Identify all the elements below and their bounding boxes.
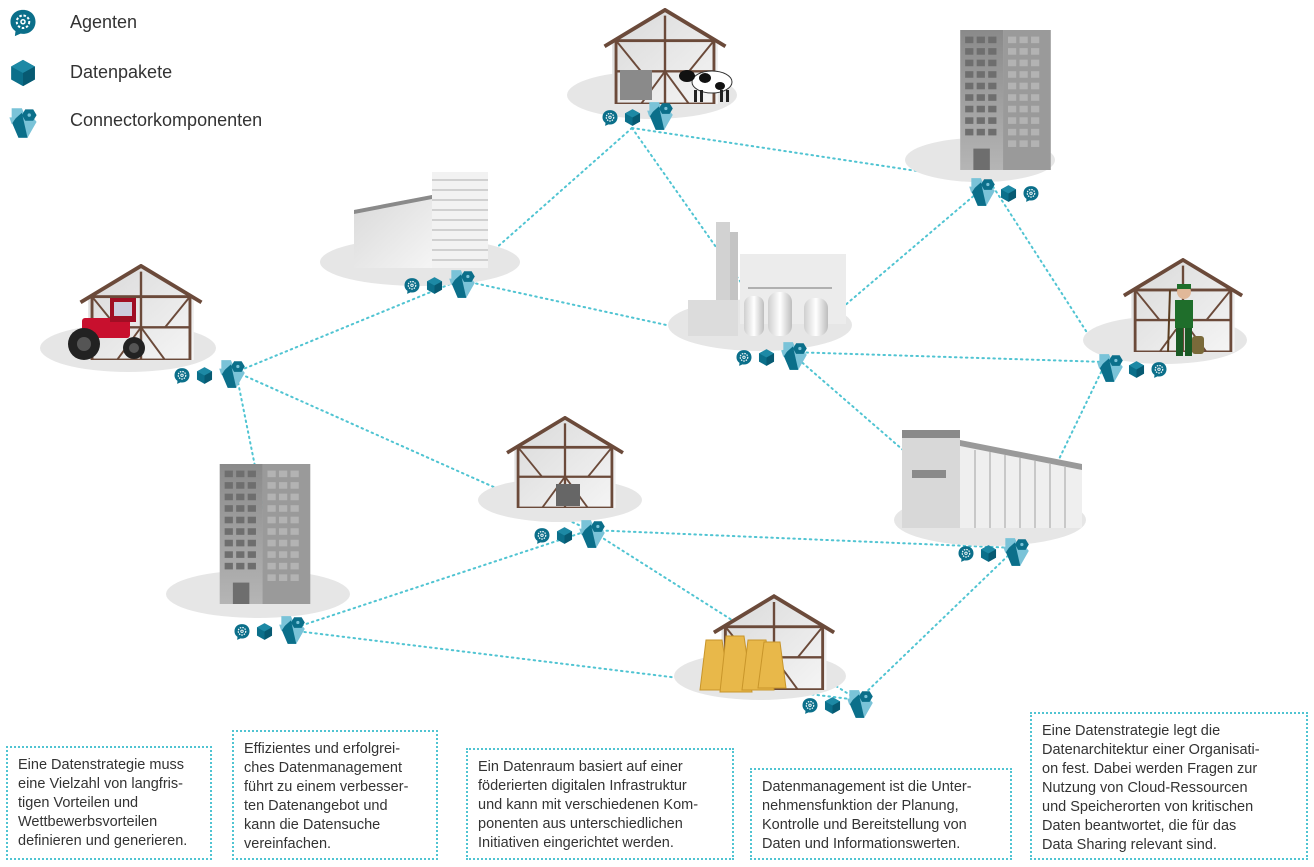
textbox-data-architecture: Eine Datenstrategie legt die Datenarchit… [1030,712,1308,860]
textbox-line: Initiativen eingerichtet werden. [478,835,674,851]
silo-plant-icon [688,222,846,336]
textbox-data-strategy-benefits: Eine Datenstrategie muss eine Vielzahl v… [6,746,212,860]
connector-icon [9,108,37,138]
data-package-icon [11,59,35,87]
connection-processing-plant-farmer-barn [789,351,1107,363]
legend-item-data-packages: Datenpakete [8,58,328,88]
node-greenhouse [894,430,1086,566]
node-tall-office-components[interactable] [969,178,1038,206]
farmer-icon [1167,284,1204,356]
greenhouse-icon [902,430,1082,528]
textbox-data-space: Ein Datenraum basiert auf einer föderier… [466,748,734,860]
textbox-line: ches Datenmanagement [244,760,402,776]
office-tower-icon [960,30,1051,170]
textbox-line: und kann mit verschiedenen Kom- [478,797,699,813]
legend-item-connectors: Connectorkomponenten [8,106,328,138]
connection-tall-office-farmer-barn [989,181,1107,363]
textbox-line: kann die Datensuche [244,817,381,833]
city-building-icon [219,464,311,604]
textbox-data-management-efficiency: Effizientes und erfolgrei- ches Datenman… [232,730,438,860]
textbox-line: tigen Vorteilen und [18,795,139,811]
agent-icon [9,8,37,38]
textbox-line: Kontrolle und Bereitstellung von [762,817,967,833]
node-small-barn [478,416,642,548]
textbox-line: und Speicherorten von kritischen [1042,799,1254,815]
textbox-line: Datenmanagement ist die Unter- [762,779,972,795]
connection-cow-barn-processing-plant [631,127,791,353]
textbox-line: Data Sharing relevant sind. [1042,837,1217,853]
textbox-line: ten Datenangebot und [244,798,388,814]
textbox-data-management-function: Datenmanagement ist die Unter- nehmensfu… [750,768,1012,860]
textbox-line: Ein Datenraum basiert auf einer [478,759,683,775]
node-small-barn-components[interactable] [535,520,605,548]
straw-bales-icon [699,635,787,693]
textbox-line: vereinfachen. [244,836,332,852]
connection-small-barn-city-building [287,529,591,631]
textbox-line: Wettbewerbsvorteilen [18,814,158,830]
textbox-line: Eine Datenstrategie muss [18,757,185,773]
textbox-line: Effizientes und erfolgrei- [244,741,401,757]
node-tractor-barn [40,264,245,388]
node-city-building [166,464,350,644]
textbox-line: eine Vielzahl von langfris- [18,776,183,792]
legend-label: Agenten [70,12,138,32]
textbox-line: on fest. Dabei werden Fragen zur [1042,761,1258,777]
node-warehouse [320,172,520,298]
textbox-line: Nutzung von Cloud-Ressourcen [1042,780,1248,796]
connection-tractor-barn-small-barn [235,371,591,531]
textbox-line: Daten und Informationswerten. [762,836,961,852]
node-farmer-barn [1083,258,1247,382]
connection-small-barn-greenhouse [589,529,1017,549]
textbox-line: ponenten aus unterschiedlichen [478,816,683,832]
textbox-line: Eine Datenstrategie legt die [1042,723,1221,739]
textbox-line: führt zu einem verbesser- [244,779,409,795]
node-city-building-components[interactable] [235,616,305,644]
node-cow-barn [567,8,737,130]
node-tall-office [905,30,1055,206]
cow-icon [679,70,733,102]
legend-label: Connectorkomponenten [70,110,263,130]
legend-label: Datenpakete [70,62,173,82]
textbox-line: definieren und generieren. [18,833,188,849]
warehouse-icon [354,172,488,268]
connection-cow-barn-warehouse [459,127,633,281]
connection-tall-office-processing-plant [789,181,991,353]
connection-warehouse-tractor-barn [235,279,461,373]
legend-item-agents: Agenten [8,8,328,38]
tractor-icon [68,298,145,360]
connection-greenhouse-straw-barn [857,547,1017,701]
node-processing-plant [668,222,852,370]
node-straw-barn [674,594,873,718]
textbox-line: Daten beantwortet, die für das [1042,818,1237,834]
textbox-line: föderierten digitalen Infrastruktur [478,778,687,794]
textbox-line: Datenarchitektur einer Organisati- [1042,742,1260,758]
textbox-line: nehmensfunktion der Planung, [762,798,959,814]
